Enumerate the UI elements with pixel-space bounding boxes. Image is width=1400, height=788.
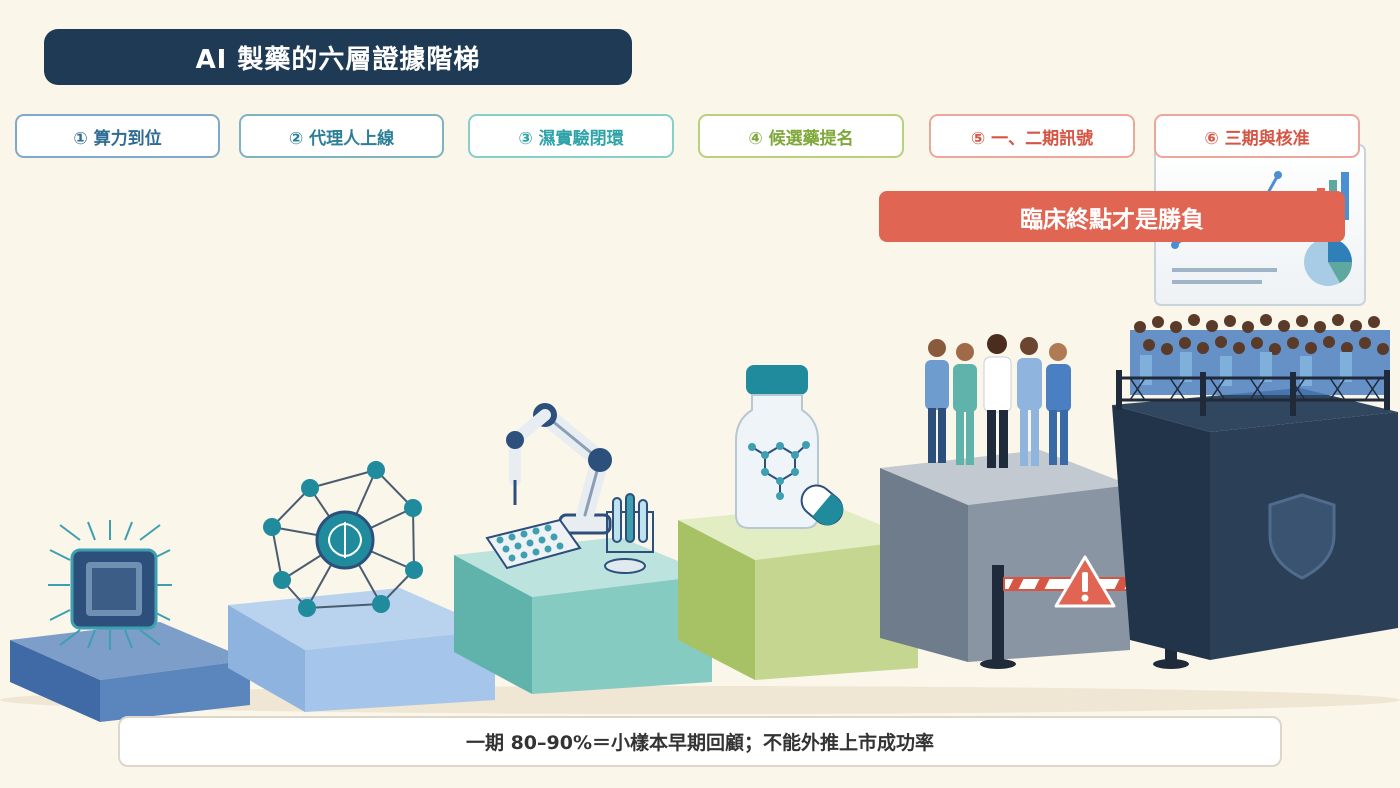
medicine-bottle-icon	[735, 365, 819, 529]
chip-icon	[48, 520, 172, 650]
warning-barrier-icon	[980, 555, 1189, 669]
step-2-block	[228, 588, 495, 712]
step-5-block	[880, 450, 1130, 662]
page-title: AI 製藥的六層證據階梯	[195, 44, 481, 75]
step-label-4: ④ 候選藥提名	[698, 114, 904, 158]
network-brain-icon	[263, 461, 423, 617]
step-6-block	[1112, 388, 1398, 660]
step-3-block	[454, 537, 712, 694]
title-bar: AI 製藥的六層證據階梯	[44, 29, 632, 85]
step-label-2: ② 代理人上線	[239, 114, 444, 158]
step-label-5: ⑤ 一、二期訊號	[929, 114, 1135, 158]
clinical-endpoint-banner: 臨床終點才是勝負	[879, 191, 1345, 242]
clinical-staff-icon	[925, 334, 1071, 468]
step-label-1: ① 算力到位	[15, 114, 220, 158]
crowd-icon	[1116, 314, 1390, 416]
robot-arm-icon	[485, 403, 654, 574]
footnote-text: 一期 80–90%＝小樣本早期回顧；不能外推上市成功率	[465, 732, 935, 754]
footnote-bar: 一期 80–90%＝小樣本早期回顧；不能外推上市成功率	[118, 716, 1282, 767]
step-1-block	[10, 622, 250, 722]
capsule-icon	[800, 484, 844, 526]
step-label-6: ⑥ 三期與核准	[1154, 114, 1360, 158]
step-label-3: ③ 濕實驗閉環	[468, 114, 674, 158]
